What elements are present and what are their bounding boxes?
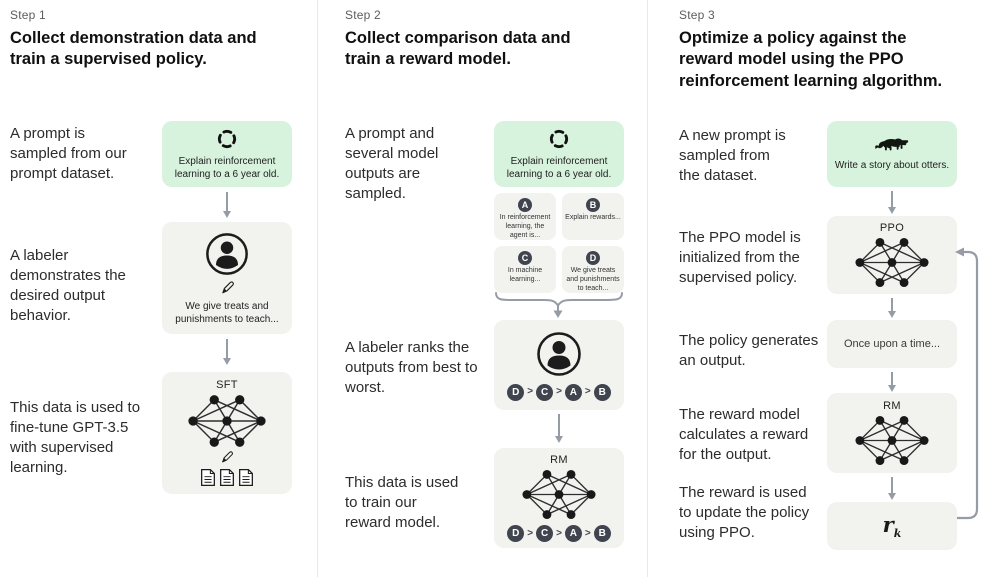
step3-title: Optimize a policy against the reward mod…: [679, 29, 943, 90]
document-icon: [200, 468, 216, 487]
step3-reward-box: rk: [827, 502, 957, 550]
document-icon: [219, 468, 235, 487]
reward-symbol: r: [882, 511, 894, 537]
step1-prompt-box-text: Explain reinforcement learning to a 6 ye…: [174, 155, 280, 180]
reward-value: rk: [883, 512, 902, 540]
step1-labeler-box: We give treats and punishments to teach.…: [162, 222, 292, 334]
output-box-b: B Explain rewards...: [562, 193, 624, 240]
output-text-a: In reinforcement learning, the agent is.…: [499, 214, 551, 239]
step3-ppo-box: PPO: [827, 216, 957, 294]
rm-model-label: RM: [550, 454, 568, 466]
greater-than: >: [556, 527, 562, 539]
step1-label: Step 1: [10, 8, 46, 22]
arrow-down-icon: [222, 339, 231, 365]
column-divider-2: [647, 0, 648, 577]
output-badge-c: C: [518, 251, 532, 265]
ranking-row: D > C > A > B: [507, 525, 611, 542]
output-text-b: Explain rewards...: [565, 214, 621, 221]
rank-badge: C: [536, 383, 554, 401]
step2-caption-train: This data is used to train our reward mo…: [345, 474, 459, 532]
step3-prompt-box: Write a story about otters.: [827, 121, 957, 187]
step3-label: Step 3: [679, 8, 715, 22]
step3-rm-box: RM: [827, 393, 957, 473]
output-text-d: We give treats and punishments to teach.…: [566, 267, 620, 292]
step1-caption-labeler: A labeler demonstrates the desired outpu…: [10, 247, 126, 325]
output-text-c: In machine learning...: [507, 267, 543, 283]
step1-caption-prompt: A prompt is sampled from our prompt data…: [10, 125, 127, 183]
output-box-d: D We give treats and punishments to teac…: [562, 246, 624, 293]
step1-labeler-box-text: We give treats and punishments to teach.…: [175, 300, 279, 325]
rank-badge: D: [507, 383, 525, 401]
arrow-down-icon: [887, 298, 896, 318]
output-badge-b: B: [586, 198, 600, 212]
rm-model-label: RM: [883, 399, 901, 412]
output-badge-d: D: [586, 251, 600, 265]
output-box-c: C In machine learning...: [494, 246, 556, 293]
column-divider-1: [317, 0, 318, 577]
rank-badge: B: [593, 525, 611, 542]
step1-title: Collect demonstration data and train a s…: [10, 29, 257, 69]
arrow-down-icon: [887, 372, 896, 392]
neural-network-icon: [520, 468, 598, 521]
pencil-icon: [220, 280, 235, 295]
pencil-icon: [220, 450, 234, 464]
step2-prompt-box-text: Explain reinforcement learning to a 6 ye…: [506, 155, 612, 180]
neural-network-icon: [186, 393, 268, 449]
labeler-person-icon: [204, 231, 250, 277]
greater-than: >: [584, 386, 591, 397]
greater-than: >: [556, 386, 562, 397]
document-icon: [238, 468, 254, 487]
arrow-down-icon: [887, 477, 896, 500]
step3-caption-generates: The policy generates an output.: [679, 332, 819, 370]
rank-badge: A: [564, 525, 582, 542]
step2-label: Step 2: [345, 8, 381, 22]
brace-arrow-icon: [495, 292, 623, 318]
sft-model-label: SFT: [216, 379, 238, 391]
step1-sft-box: SFT: [162, 372, 292, 494]
feedback-loop-arrow: [955, 247, 979, 520]
rank-badge: D: [507, 525, 525, 542]
arrow-down-icon: [554, 414, 563, 443]
neural-network-icon: [853, 236, 931, 289]
neural-network-icon: [853, 414, 931, 467]
step2-rm-box: RM D > C > A > B: [494, 448, 624, 548]
step2-caption-ranks: A labeler ranks the outputs from best to…: [345, 339, 478, 397]
step1-caption-finetune: This data is used to fine-tune GPT-3.5 w…: [10, 399, 141, 477]
greater-than: >: [527, 386, 534, 397]
output-box-a: A In reinforcement learning, the agent i…: [494, 193, 556, 240]
documents-icon: [200, 468, 254, 487]
rank-badge: C: [536, 525, 554, 542]
rank-badge: B: [593, 383, 611, 401]
step2-caption-sampled: A prompt and several model outputs are s…: [345, 125, 439, 203]
step2-title: Collect comparison data and train a rewa…: [345, 29, 571, 69]
step3-prompt-box-text: Write a story about otters.: [834, 160, 950, 171]
ranking-row: D > C > A > B: [507, 383, 611, 401]
arrow-down-icon: [222, 192, 231, 218]
step3-output-box: Once upon a time...: [827, 320, 957, 368]
step3-caption-reward-update: The reward is used to update the policy …: [679, 484, 810, 542]
step2-prompt-box: Explain reinforcement learning to a 6 ye…: [494, 121, 624, 187]
greater-than: >: [584, 527, 591, 539]
step1-prompt-box: Explain reinforcement learning to a 6 ye…: [162, 121, 292, 187]
sample-cycle-icon: [216, 128, 238, 150]
step3-output-text: Once upon a time...: [844, 337, 940, 350]
otter-icon: [874, 136, 910, 154]
step3-caption-reward-calc: The reward model calculates a reward for…: [679, 406, 809, 464]
labeler-person-icon: [535, 330, 583, 378]
step3-caption-new-prompt: A new prompt is sampled from the dataset…: [679, 127, 786, 185]
reward-subscript: k: [893, 527, 902, 541]
greater-than: >: [527, 527, 534, 539]
step3-caption-ppo-init: The PPO model is initialized from the su…: [679, 229, 801, 287]
arrow-down-icon: [887, 191, 896, 214]
ppo-model-label: PPO: [879, 221, 905, 234]
rank-badge: A: [564, 383, 582, 401]
output-badge-a: A: [518, 198, 532, 212]
sample-cycle-icon: [548, 128, 570, 150]
step2-labeler-box: D > C > A > B: [494, 320, 624, 410]
